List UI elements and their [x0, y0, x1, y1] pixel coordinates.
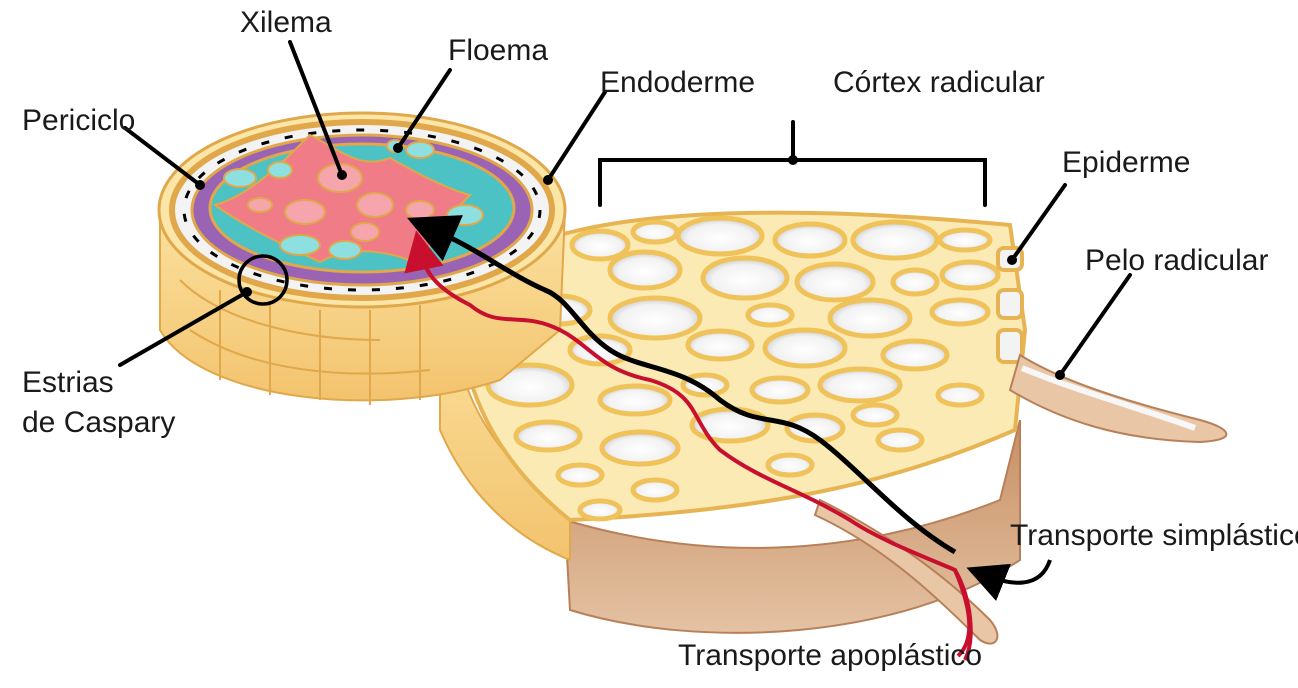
label-pericycle: Periciclo [22, 104, 135, 137]
apoplastic-pointer [953, 569, 972, 658]
label-epidermis: Epiderme [1062, 146, 1190, 179]
symplastic-transport-path [407, 215, 957, 555]
label-cortex: Córtex radicular [833, 66, 1045, 99]
label-xylem: Xilema [240, 6, 332, 39]
apoplastic-transport-path [404, 230, 973, 661]
label-endodermis: Endoderme [600, 66, 755, 99]
xylem-vessels [247, 163, 435, 242]
root-hair-inner [1020, 365, 1197, 431]
label-casparian-line2: de Caspary [22, 406, 175, 439]
label-phloem: Floema [448, 34, 548, 67]
casparian-highlight-circle [237, 254, 289, 306]
epidermis-cells [996, 246, 1024, 364]
leader-lines [118, 40, 1132, 380]
casparian-strip [182, 128, 542, 292]
stele-cylinder [157, 111, 567, 405]
epidermis-side-layer [563, 419, 1021, 634]
label-root-hair: Pelo radicular [1085, 244, 1268, 277]
cylinder-side-cells [179, 279, 431, 405]
label-symplastic: Transporte simplástico [1010, 519, 1298, 552]
phloem-cells [223, 139, 484, 260]
label-apoplastic: Transporte apoplástico [678, 639, 982, 672]
symplastic-pointer [966, 559, 1052, 601]
label-casparian-line1: Estrias [22, 366, 114, 399]
